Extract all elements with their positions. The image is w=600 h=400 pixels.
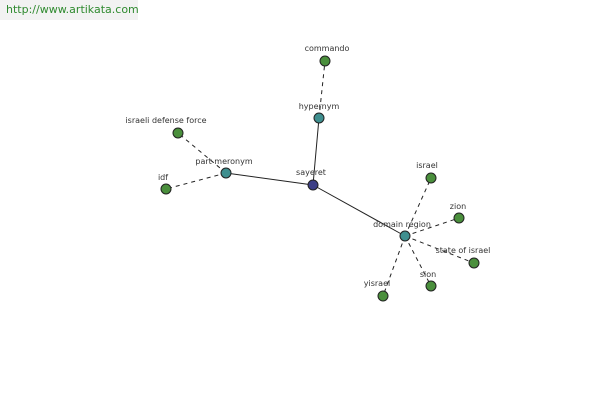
edge-part-meronym-to-israeli-defense-force [177,132,227,174]
node-circle[interactable] [313,112,325,124]
node-zion[interactable]: zion [450,202,466,224]
node-israel[interactable]: israel [416,161,438,184]
node-domain-region[interactable]: domain region [373,220,431,242]
edge-domain-region-to-zion [404,217,460,237]
node-circle[interactable] [425,172,437,184]
node-sayeret[interactable]: sayeret [296,168,326,191]
node-label: commando [305,44,350,53]
node-circle[interactable] [319,55,331,67]
node-label: domain region [373,220,431,229]
node-circle[interactable] [425,280,437,292]
node-hypernym[interactable]: hypernym [299,102,340,124]
node-circle[interactable] [468,257,480,269]
node-circle[interactable] [220,167,232,179]
node-label: state of israel [436,246,491,255]
edge-hypernym-to-commando [318,60,326,119]
node-label: sion [420,270,436,279]
edge-sayeret-to-part-meronym [225,172,314,186]
edge-part-meronym-to-idf [165,172,227,190]
node-label: israeli defense force [125,116,206,125]
nodes-layer: sayeret hypernym part meronym domain region… [125,44,491,302]
watermark-link[interactable]: http://www.artikata.com [0,0,139,20]
node-label: part meronym [195,157,252,166]
edge-domain-region-to-israel [404,177,432,237]
node-yisrael[interactable]: yisrael [364,279,390,302]
node-circle[interactable] [377,290,389,302]
node-idf[interactable]: idf [158,173,172,195]
node-sion[interactable]: sion [420,270,437,292]
edge-domain-region-to-yisrael [382,235,406,297]
node-state-of-israel[interactable]: state of israel [436,246,491,269]
node-label: sayeret [296,168,326,177]
node-circle[interactable] [172,127,184,139]
edge-domain-region-to-sion [404,235,432,287]
edge-sayeret-to-domain-region [312,184,406,237]
node-label: idf [158,173,168,182]
node-circle[interactable] [160,183,172,195]
node-circle[interactable] [453,212,465,224]
node-label: israel [416,161,438,170]
edge-sayeret-to-hypernym [312,117,320,186]
edges-layer [165,60,475,297]
node-label: hypernym [299,102,340,111]
node-circle[interactable] [399,230,411,242]
node-part-meronym[interactable]: part meronym [195,157,253,179]
node-israeli-defense-force[interactable]: israeli defense force [125,116,207,139]
node-circle[interactable] [307,179,319,191]
node-label: yisrael [364,279,390,288]
node-label: zion [450,202,466,211]
node-commando[interactable]: commando [305,44,350,67]
